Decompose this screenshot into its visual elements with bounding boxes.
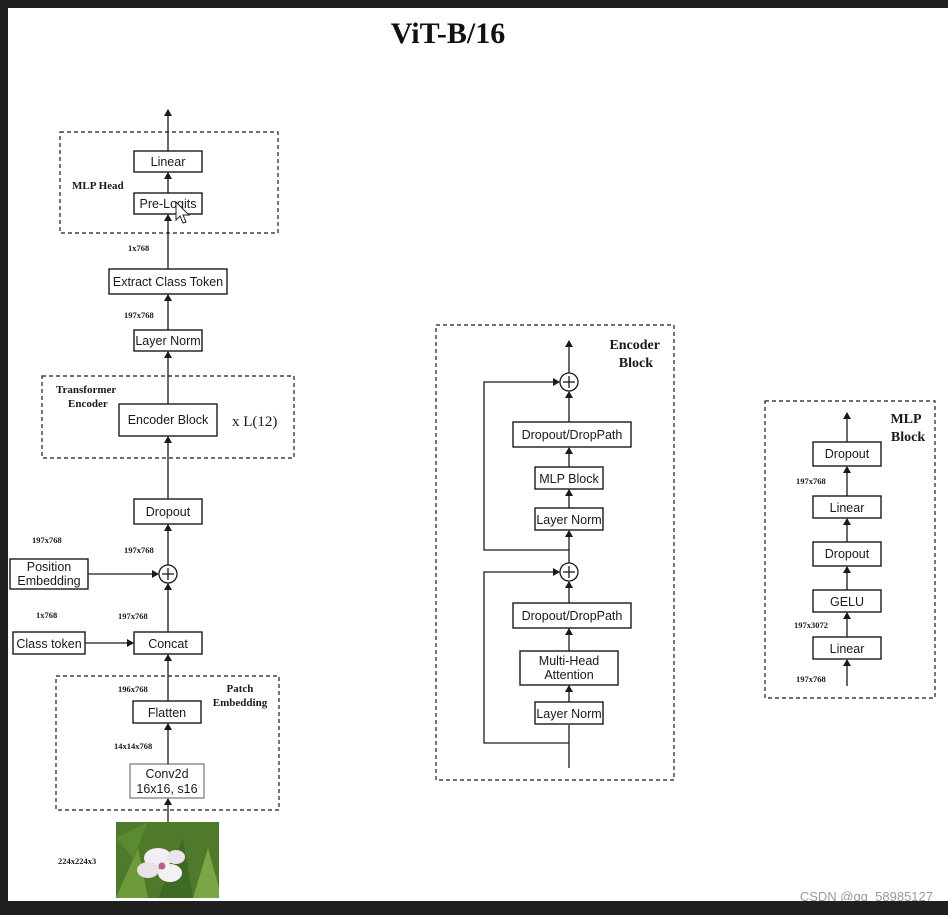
eb-layer-norm-bottom-box: Layer Norm	[534, 701, 604, 725]
encoder-block-detail-group	[435, 324, 675, 781]
watermark: CSDN @qq_58985127	[800, 889, 933, 901]
position-embedding-label-1: Position	[27, 560, 72, 574]
transformer-encoder-label-2: Encoder	[68, 398, 108, 410]
encoder-block-box: Encoder Block	[118, 403, 218, 437]
dim-label-add-out: 197x768	[124, 545, 154, 555]
mlp-linear-top-label: Linear	[830, 501, 865, 515]
concat-box: Concat	[133, 631, 203, 655]
eb-multi-head-attention-label-2: Attention	[544, 668, 593, 682]
mlp-gelu-label: GELU	[830, 595, 864, 609]
encoder-block-label: Encoder Block	[128, 413, 209, 427]
patch-embedding-label-2: Embedding	[213, 697, 268, 709]
mlp-block-detail-group	[764, 400, 936, 699]
add-circle-icon	[559, 562, 579, 582]
eb-dropout-droppath-top-box: Dropout/DropPath	[512, 421, 632, 448]
dim-label-mlp-hidden: 197x3072	[794, 620, 828, 630]
add-circle-icon	[559, 372, 579, 392]
mlp-dropout-mid-box: Dropout	[812, 541, 882, 567]
diagram-title: ViT-B/16	[391, 17, 505, 50]
dim-label-1x768: 1x768	[128, 243, 149, 253]
concat-label: Concat	[148, 637, 188, 651]
dim-label-class-token: 1x768	[36, 610, 57, 620]
dim-label-concat-in: 197x768	[118, 611, 148, 621]
pre-logits-box: Pre-Logits	[133, 192, 203, 215]
dim-label-mlp-out: 197x768	[796, 476, 826, 486]
extract-class-token-box: Extract Class Token	[108, 268, 228, 295]
mlp-gelu-box: GELU	[812, 589, 882, 613]
flatten-box: Flatten	[132, 700, 202, 724]
eb-mlp-block-label: MLP Block	[539, 472, 599, 486]
input-image	[116, 822, 219, 898]
eb-dropout-droppath-top-label: Dropout/DropPath	[522, 428, 623, 442]
add-circle-icon	[158, 564, 178, 584]
mlp-block-detail-label-1: MLP	[890, 412, 922, 427]
mlp-dropout-mid-label: Dropout	[825, 547, 870, 561]
eb-mlp-block-box: MLP Block	[534, 466, 604, 490]
conv2d-label-2: 16x16, s16	[136, 782, 197, 796]
mlp-head-label: MLP Head	[72, 180, 124, 192]
eb-multi-head-attention-label-1: Multi-Head	[539, 654, 599, 668]
dim-label-position: 197x768	[32, 535, 62, 545]
eb-dropout-droppath-bottom-label: Dropout/DropPath	[522, 609, 623, 623]
mlp-block-detail-label-2: Block	[891, 430, 925, 445]
pre-logits-label: Pre-Logits	[140, 197, 197, 211]
dim-label-input: 224x224x3	[58, 856, 96, 866]
mlp-linear-bottom-label: Linear	[830, 642, 865, 656]
dim-label-196x768: 196x768	[118, 684, 148, 694]
dim-label-mlp-in: 197x768	[796, 674, 826, 684]
dim-label-14x14x768: 14x14x768	[114, 741, 152, 751]
diagram-canvas: ViT-B/16 224x224x3 Patch Embedding	[8, 8, 948, 901]
eb-layer-norm-bottom-label: Layer Norm	[536, 707, 601, 721]
encoder-block-detail-label-1: Encoder	[609, 338, 660, 353]
eb-layer-norm-top-box: Layer Norm	[534, 507, 604, 531]
mouse-cursor-icon	[175, 200, 191, 224]
mlp-dropout-top-box: Dropout	[812, 441, 882, 467]
flatten-label: Flatten	[148, 706, 186, 720]
dropout-box: Dropout	[133, 498, 203, 525]
patch-embedding-group	[55, 675, 280, 811]
layer-norm-label: Layer Norm	[135, 334, 200, 348]
eb-layer-norm-top-label: Layer Norm	[536, 513, 601, 527]
mlp-linear-top-box: Linear	[812, 495, 882, 519]
dropout-label: Dropout	[146, 505, 191, 519]
mlp-dropout-top-label: Dropout	[825, 447, 870, 461]
transformer-encoder-label-1: Transformer	[56, 384, 116, 396]
conv2d-label-1: Conv2d	[145, 767, 188, 781]
linear-box: Linear	[133, 150, 203, 173]
encoder-block-detail-label-2: Block	[619, 356, 653, 371]
vit-architecture-diagram: ViT-B/16 224x224x3 Patch Embedding	[9, 17, 936, 901]
layer-norm-box: Layer Norm	[133, 329, 203, 352]
repeat-label: x L(12)	[232, 414, 277, 430]
mlp-head-group	[59, 131, 279, 234]
eb-multi-head-attention-box: Multi-Head Attention	[519, 650, 619, 686]
class-token-label: Class token	[16, 637, 81, 651]
dim-label-ln-out: 197x768	[124, 310, 154, 320]
linear-label: Linear	[151, 155, 186, 169]
mlp-linear-bottom-box: Linear	[812, 636, 882, 660]
extract-class-token-label: Extract Class Token	[113, 275, 223, 289]
eb-dropout-droppath-bottom-box: Dropout/DropPath	[512, 602, 632, 629]
position-embedding-box: Position Embedding	[9, 558, 89, 590]
conv2d-box: Conv2d 16x16, s16	[129, 763, 205, 799]
class-token-box: Class token	[12, 631, 86, 655]
patch-embedding-label-1: Patch	[227, 683, 254, 695]
position-embedding-label-2: Embedding	[17, 574, 80, 588]
